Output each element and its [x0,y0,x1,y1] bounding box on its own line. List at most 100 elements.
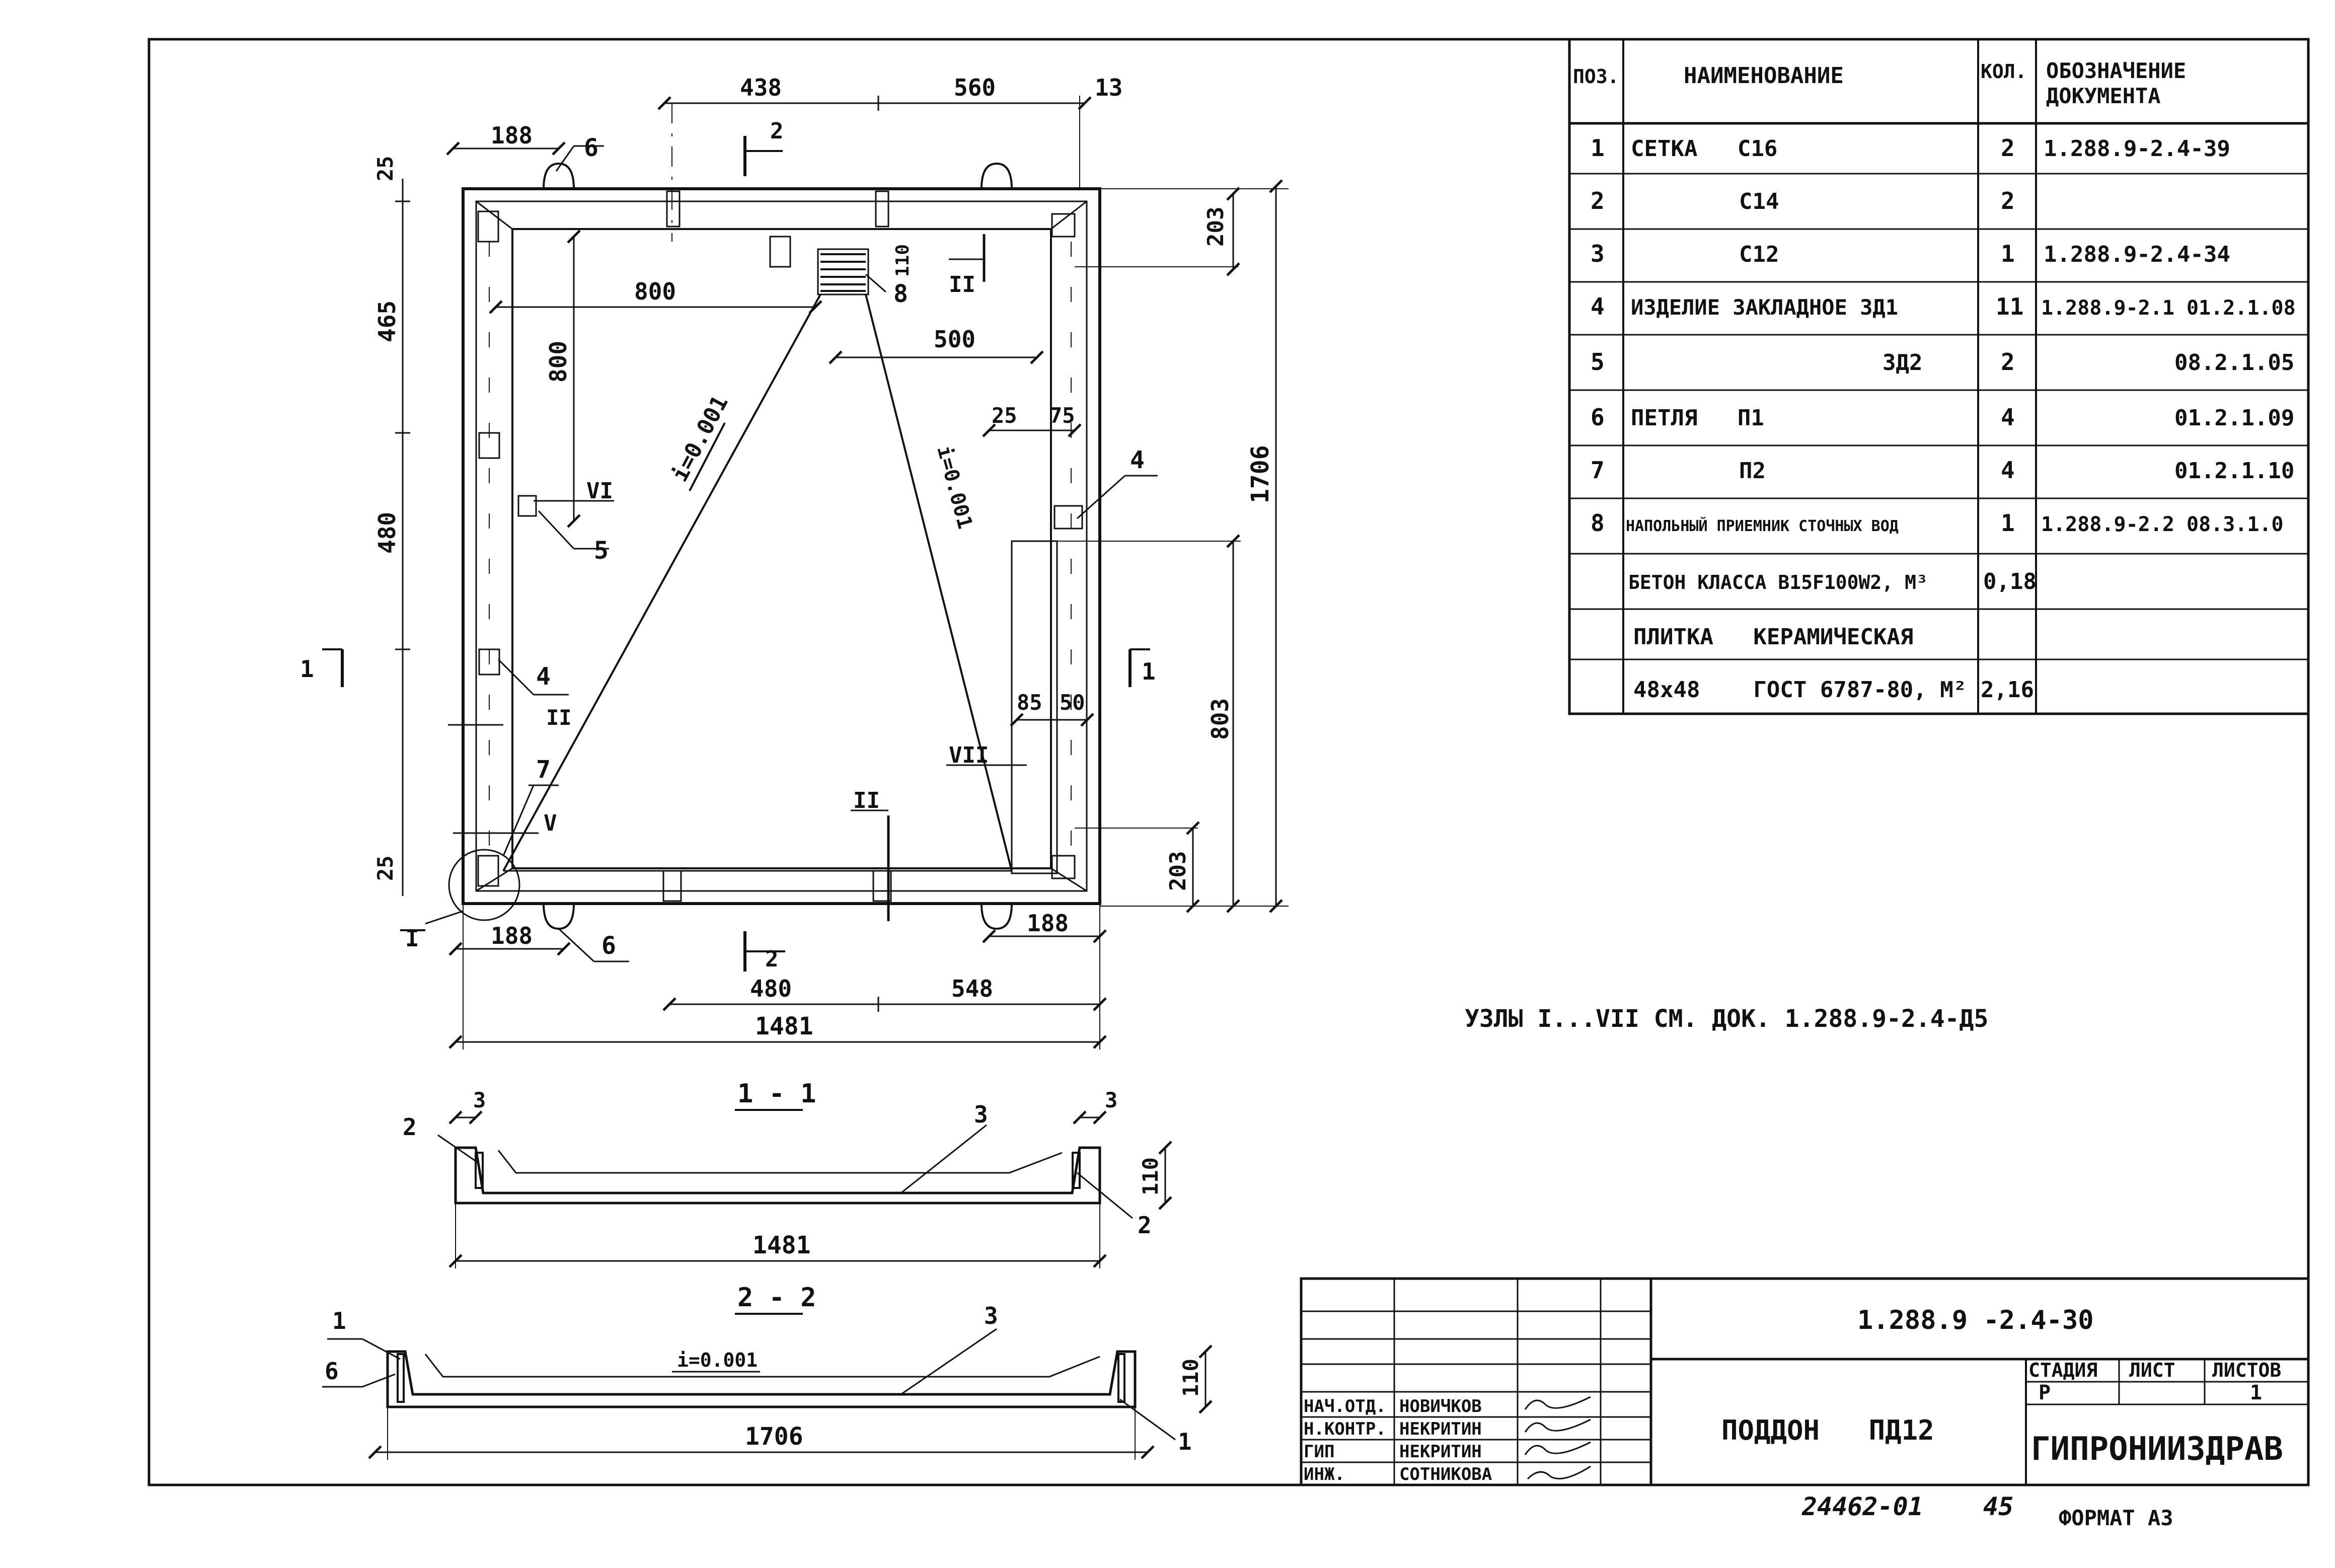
dim-left-25: 25 [373,156,398,181]
sec22-pos-1-right: 1 [1178,1428,1192,1455]
plan-inner-rim [475,200,1088,892]
pos-label-6-bottom: 6 [601,932,616,960]
embedded-item [662,870,682,902]
drawing-name: ПОДДОН ПД12 [1721,1414,1934,1446]
paper-format: ФОРМАТ А3 [2059,1506,2173,1530]
dim-bottom-188-right: 188 [1027,910,1069,937]
inventory-number: 24462-01 [1801,1492,1923,1521]
dim-inner-85: 85 [1017,690,1042,715]
section-1-1-profile [454,1146,1101,1205]
spec-row-2-qty: 2 [2001,187,2015,214]
dim-inner-500: 500 [934,326,975,353]
node-callout-I [448,849,520,921]
embedded-item-pos4 [1053,505,1083,530]
node-label-VI: VI [586,478,613,504]
pos-label-6-top: 6 [584,134,598,162]
stage-value: Р [2039,1381,2051,1404]
dim-left-25b: 25 [373,855,398,881]
right-ledge [1011,540,1058,874]
dim-bottom-480: 480 [750,975,792,1002]
sec11-dim-3-left: 3 [473,1088,486,1112]
title-block: 1.288.9 -2.4-30 ПОДДОН ПД12 СТАДИЯ ЛИСТ … [1300,1277,2310,1486]
section-marker-1-left: 1 [300,655,314,683]
drain-grate-hatch [820,253,866,292]
specification-table: ПОЗ. НАИМЕНОВАНИЕ КОЛ. ОБОЗНАЧЕНИЕ ДОКУМ… [1568,38,2310,715]
sec11-dim-110: 110 [1138,1157,1163,1196]
plan-outer-outline [462,187,1101,905]
spec-row-6-doc: 01.2.1.09 [2174,405,2294,431]
dim-top-560: 560 [954,74,996,101]
sec11-dim-1481: 1481 [752,1231,811,1259]
lifting-loop-icon [981,903,1013,930]
dim-inner-75: 75 [1049,403,1075,428]
dim-right-1706: 1706 [1246,445,1274,503]
spec-row-3-name: С12 [1739,242,1779,267]
page-number: 45 [1983,1492,2013,1521]
spec-row-5-name: ЗД2 [1882,350,1922,376]
spec-row-4-pos: 4 [1591,293,1605,320]
dim-inner-110: 110 [892,244,913,277]
lifting-loop-icon [543,162,575,189]
pos-label-7: 7 [536,756,551,784]
stage-header: СТАДИЯ [2028,1359,2097,1381]
embedded-item [1051,213,1076,238]
spec-row-3-qty: 1 [2001,240,2015,267]
slope-label-right: i=0.001 [932,443,976,532]
dim-inner-25: 25 [992,403,1017,428]
sec11-pos-2-right: 2 [1138,1212,1152,1239]
node-label-V: V [544,810,557,836]
spec-row-7-qty: 4 [2001,457,2015,484]
pos-label-4-right: 4 [1130,446,1145,474]
dim-inner-800-h: 800 [634,278,676,305]
sheets-header: ЛИСТОВ [2212,1359,2281,1381]
organization-name: ГИПРОНИИЗДРАВ [2031,1431,2283,1468]
spec-header-name: НАИМЕНОВАНИЕ [1684,63,1844,89]
section-marker-1-right: 1 [1142,658,1156,685]
dim-bottom-1481: 1481 [755,1012,813,1040]
embedded-item [875,190,889,228]
spec-header-doc-2: ДОКУМЕНТА [2046,84,2161,108]
pos-label-8: 8 [893,280,908,308]
person-2: НЕКРИТИН [1399,1419,1482,1439]
dim-bottom-548: 548 [951,975,993,1002]
spec-row-1-doc: 1.288.9-2.4-39 [2044,136,2230,162]
spec-row-4-name: ИЗДЕЛИЕ ЗАКЛАДНОЕ ЗД1 [1631,295,1898,320]
role-4: ИНЖ. [1304,1464,1345,1484]
spec-header-doc-1: ОБОЗНАЧЕНИЕ [2046,58,2186,83]
lifting-loop-icon [543,903,575,930]
dim-inner-800-v: 800 [545,341,572,383]
role-1: НАЧ.ОТД. [1304,1396,1386,1416]
spec-header-pos: ПОЗ. [1573,65,1619,88]
spec-row-5-pos: 5 [1591,348,1605,376]
embedded-item [477,210,499,243]
dim-left-480: 480 [373,512,401,554]
dim-top-13: 13 [1095,74,1122,101]
spec-row-4-doc: 1.288.9-2.1 01.2.1.08 [2041,296,2296,320]
spec-row-8-doc: 1.288.9-2.2 08.3.1.0 [2041,513,2284,536]
dim-right-203a: 203 [1203,207,1229,247]
spec-row-7-doc: 01.2.1.10 [2174,458,2294,484]
section-1-1: 1 - 1 3 3 110 1481 2 3 2 [403,1079,1172,1268]
node-label-VII: VII [949,742,989,768]
node-label-II: II [546,705,572,730]
section-1-1-title: 1 - 1 [737,1079,816,1109]
embedded-item [666,190,681,228]
person-4: СОТНИКОВА [1399,1464,1492,1484]
pos-label-4-left: 4 [536,662,551,691]
spec-row-5-doc: 08.2.1.05 [2174,350,2294,376]
sec22-pos-6: 6 [325,1358,339,1385]
dim-inner-50: 50 [1060,690,1085,715]
spec-row-4-qty: 11 [1996,293,2023,320]
slope-line-left [502,294,821,871]
spec-row-7-name: П2 [1739,458,1766,484]
embedded-item [769,236,791,268]
person-1: НОВИЧКОВ [1399,1396,1482,1416]
slope-line-right [865,294,1013,871]
plan-inner-tray [511,228,1052,869]
pos-label-5: 5 [594,537,609,565]
section-2-2: 2 - 2 i=0.001 110 1706 1 6 3 1 [322,1283,1213,1460]
dim-top-438: 438 [740,74,782,101]
doc-code: 1.288.9 -2.4-30 [1857,1305,2094,1335]
sec11-pos-3: 3 [974,1101,988,1128]
